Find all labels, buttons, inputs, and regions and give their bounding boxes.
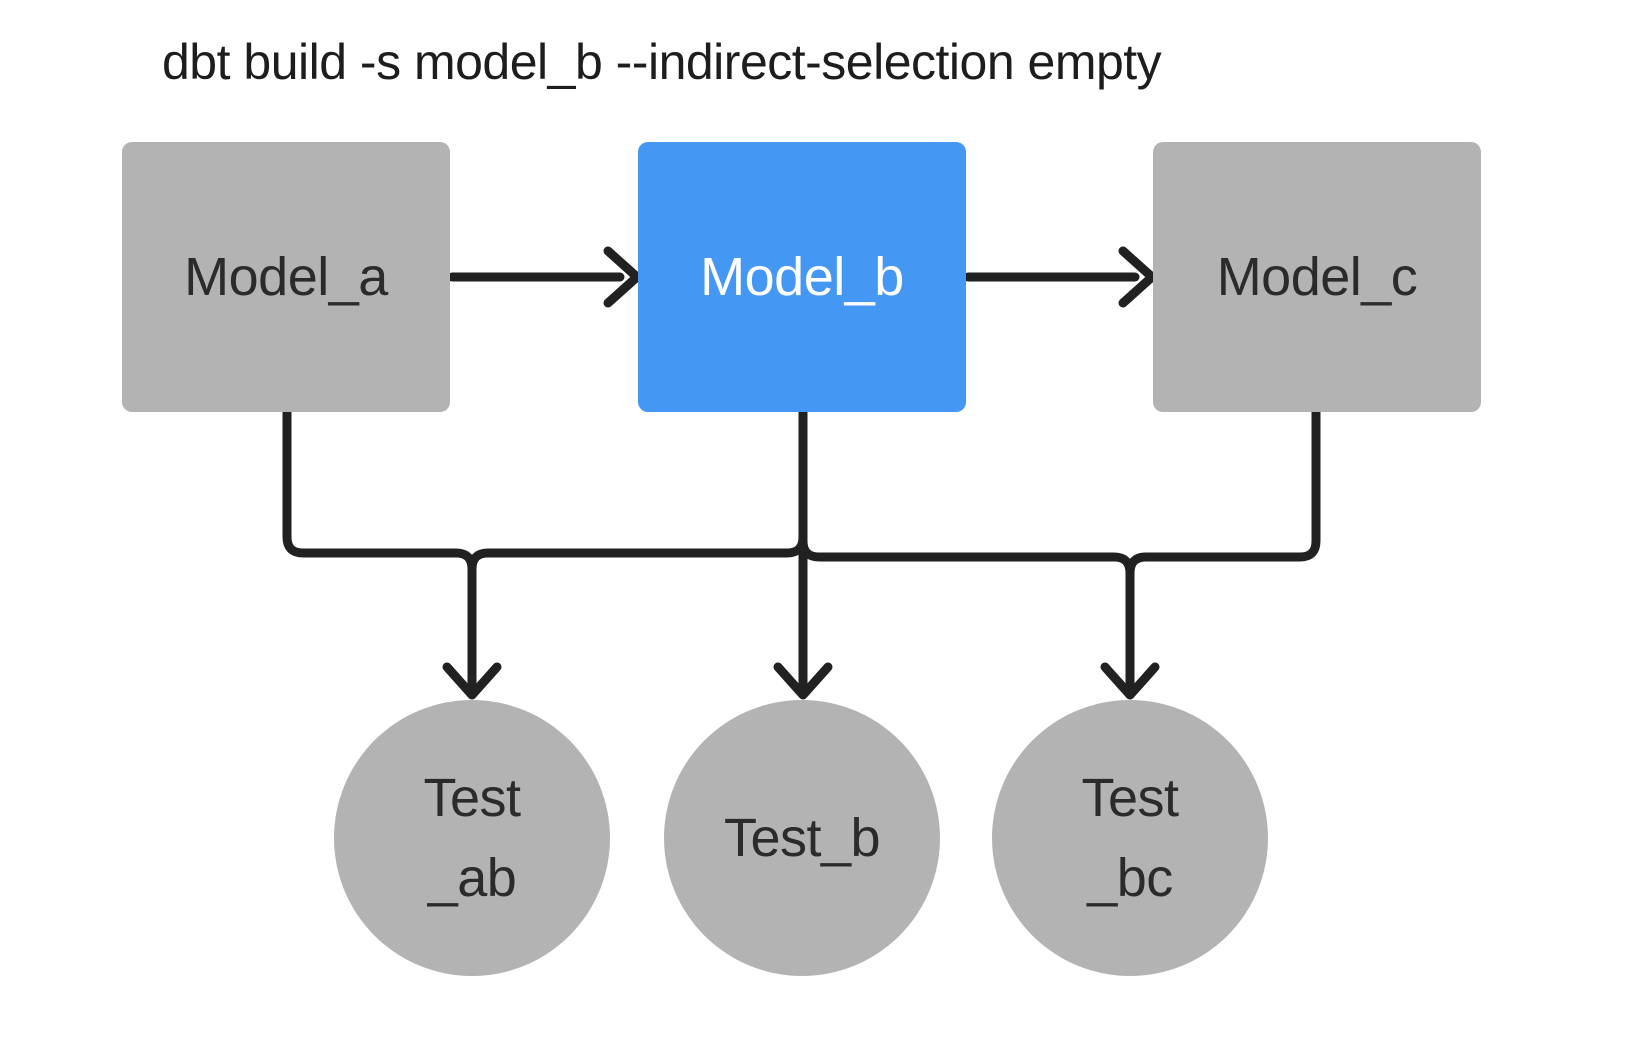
command-title: dbt build -s model_b --indirect-selectio… [162, 34, 1162, 90]
arrowhead-down-icon [442, 662, 502, 700]
node-test-ab-label-line2: _ab [427, 848, 517, 908]
arrowhead-down-icon [773, 662, 833, 700]
node-model-c: Model_c [1153, 142, 1481, 412]
arrowhead-down-icon [1100, 662, 1160, 700]
edge-model-b-to-test-bc [798, 407, 1135, 695]
node-test-b: Test_b [664, 700, 940, 976]
node-model-a: Model_a [122, 142, 450, 412]
arrowhead-right-icon [1118, 246, 1157, 308]
node-test-ab-label-line1: Test [423, 768, 521, 828]
edge-model-a-to-test-ab [282, 407, 477, 695]
node-model-b-selected: Model_b [638, 142, 966, 412]
node-test-bc-label-line1: Test [1081, 768, 1179, 828]
node-model-a-label: Model_a [184, 247, 388, 307]
node-test-b-label: Test_b [723, 808, 881, 868]
edge-model-c-to-test-bc [1125, 407, 1321, 589]
node-test-ab: Test _ab [334, 700, 610, 976]
node-test-bc: Test _bc [992, 700, 1268, 976]
arrowhead-right-icon [603, 246, 642, 308]
edge-model-b-to-test-ab [467, 407, 808, 585]
node-model-b-label: Model_b [700, 247, 904, 307]
node-model-c-label: Model_c [1216, 247, 1418, 307]
node-test-bc-label-line2: _bc [1087, 848, 1173, 908]
